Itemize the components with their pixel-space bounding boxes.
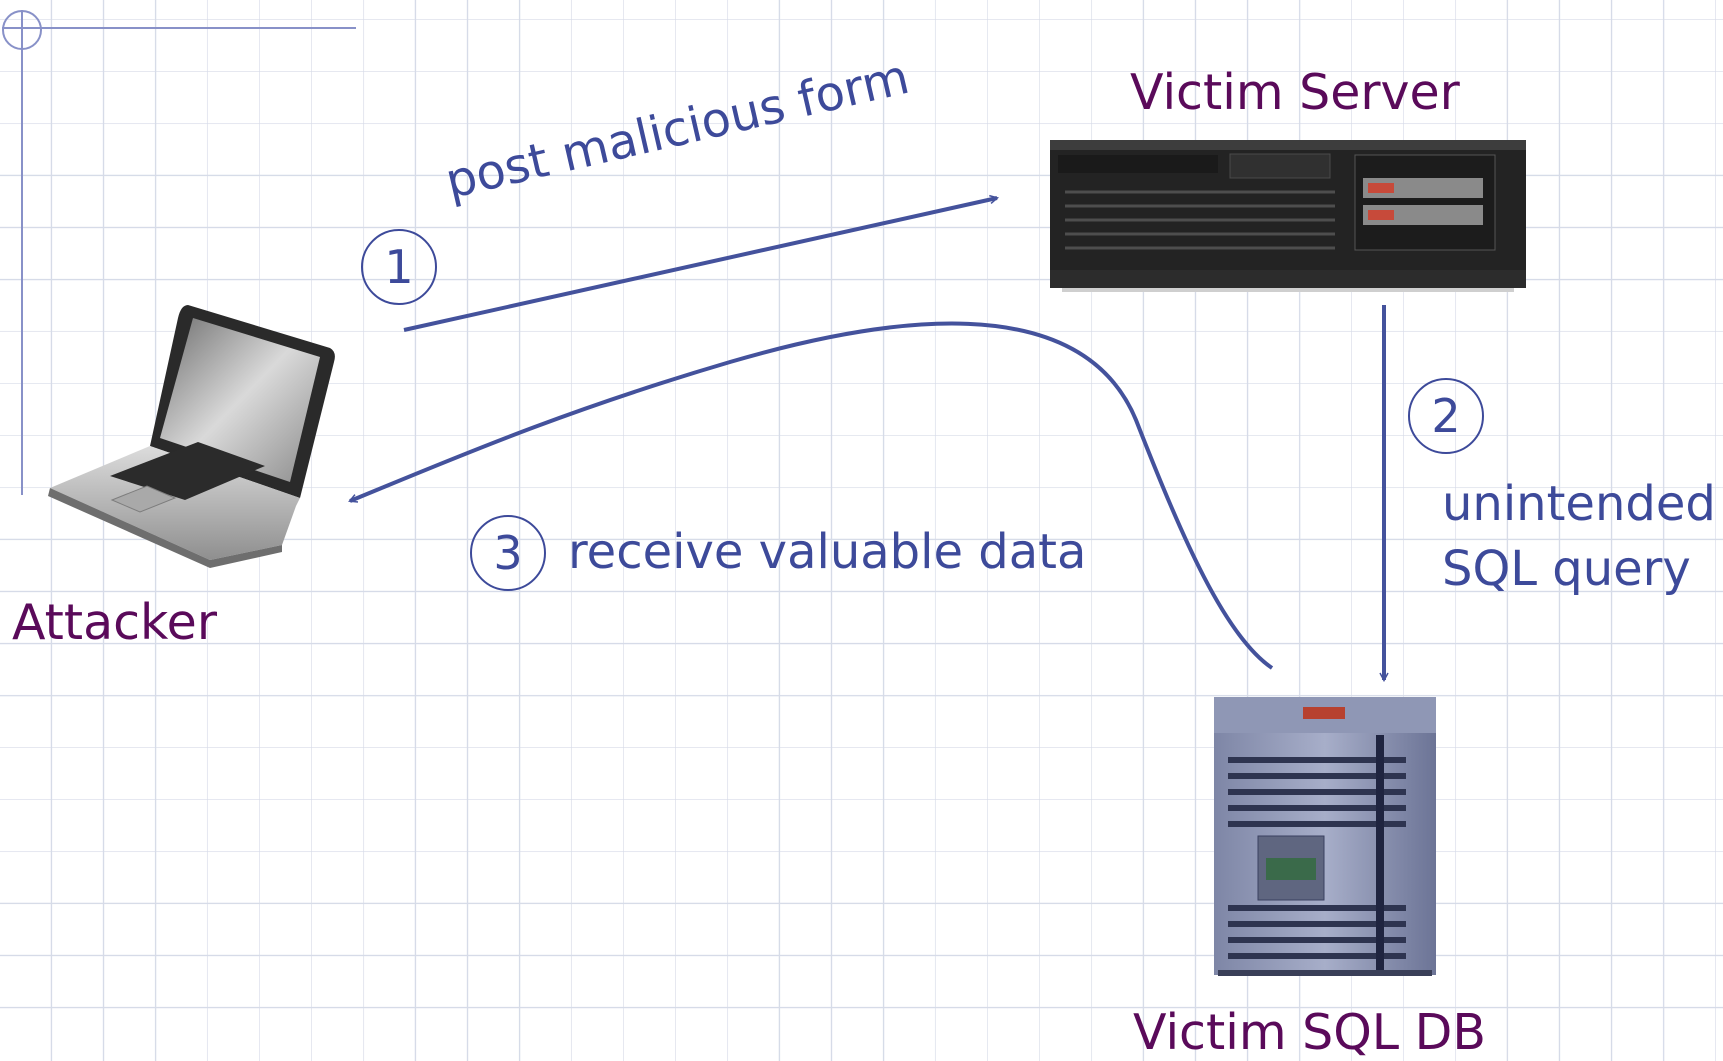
step-3-badge: 3 xyxy=(470,515,546,591)
laptop-icon xyxy=(48,305,335,568)
step-2-badge: 2 xyxy=(1408,378,1484,454)
attacker-label: Attacker xyxy=(12,594,217,651)
arrow-receive-data xyxy=(350,321,1274,670)
edges xyxy=(350,198,1384,680)
step-3-label: receive valuable data xyxy=(568,524,1087,580)
step-1-badge: 1 xyxy=(361,229,437,305)
victim-db-label: Victim SQL DB xyxy=(1133,1004,1487,1061)
arrow-post-form xyxy=(403,198,997,332)
step-2-label-line2: SQL query xyxy=(1442,541,1691,597)
rack-server-icon xyxy=(1050,140,1526,292)
victim-server-label: Victim Server xyxy=(1130,64,1460,121)
slide-guide-lines xyxy=(2,10,356,495)
tower-server-icon xyxy=(1214,697,1436,976)
step-2-label-line1: unintended xyxy=(1442,476,1716,532)
